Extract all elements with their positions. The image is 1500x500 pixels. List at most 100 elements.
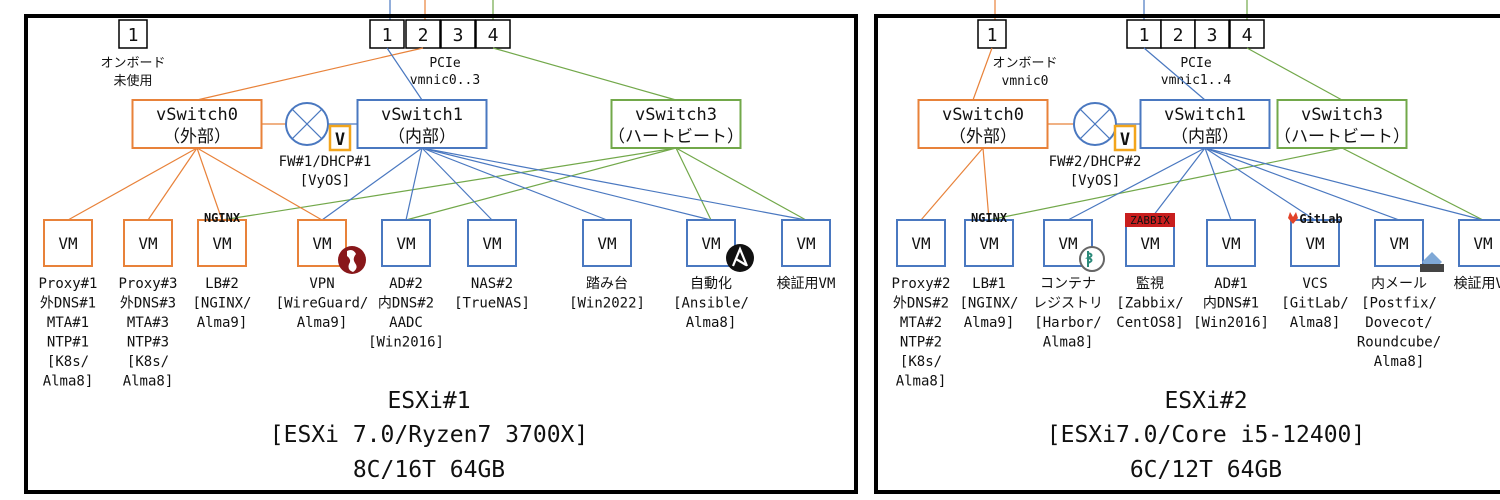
- vm-description: Alma8]: [123, 374, 174, 390]
- vm-description: Alma8]: [43, 374, 94, 390]
- vm-box: [1125, 219, 1175, 267]
- vm-link-line: [1067, 147, 1206, 221]
- vm-description: Proxy#1: [38, 276, 97, 292]
- vswitch-box: [610, 99, 742, 149]
- onboard-label: vmnic0: [1002, 74, 1049, 89]
- vm-description: [K8s/: [127, 354, 169, 370]
- vm-link-line: [1204, 147, 1484, 221]
- host-spec: 6C/12T 64GB: [1130, 457, 1282, 483]
- vm-description: Roundcube/: [1357, 335, 1441, 351]
- vm-label: VM: [396, 234, 415, 253]
- port-box: [977, 19, 1007, 49]
- vm-description: [Zabbix/: [1116, 296, 1183, 312]
- nic-number: 2: [418, 25, 429, 46]
- host-name: ESXi#2: [1164, 388, 1247, 414]
- vm-description: Proxy#3: [118, 276, 177, 292]
- vm-description: Dovecot/: [1365, 315, 1432, 331]
- vm-description: 検証用VM: [1454, 276, 1500, 292]
- vm-label: VM: [597, 234, 616, 253]
- vm-description: Alma8]: [1374, 354, 1425, 370]
- vm-link-line: [221, 147, 677, 221]
- host-frame: [874, 14, 1500, 494]
- vm-link-line: [920, 147, 984, 221]
- vswitch-vswitch0: vSwitch0（外部）: [917, 99, 1049, 149]
- vm-box: [467, 219, 517, 267]
- vswitch-role: （外部）: [163, 127, 231, 147]
- vswitch-box: [1139, 99, 1271, 149]
- vm-description: 踏み台: [586, 276, 628, 292]
- vswitch-name: vSwitch3: [1301, 105, 1383, 125]
- ansible-mark: [731, 246, 749, 267]
- vswitch-name: vSwitch0: [942, 105, 1024, 125]
- vm-description: MTA#1: [47, 315, 89, 331]
- router-cross: [291, 108, 323, 140]
- nic-number: 3: [1207, 25, 1218, 46]
- vyos-icon: V: [328, 124, 352, 152]
- zabbix-logo-text: ZABBIX: [1130, 214, 1170, 227]
- vm-label: VM: [138, 234, 157, 253]
- ansible-icon: [726, 244, 754, 272]
- harbor-mark: [1085, 251, 1093, 267]
- vm-description: 外DNS#1: [40, 296, 96, 312]
- vm-label: VM: [1140, 234, 1159, 253]
- vm-label: VM: [482, 234, 501, 253]
- vswitch-vswitch1: vSwitch1（内部）: [1139, 99, 1271, 149]
- vm-label: VM: [1221, 234, 1240, 253]
- vm-description: レジストリ: [1033, 296, 1103, 312]
- vm-description: NTP#3: [127, 335, 169, 351]
- vm-description: NTP#2: [900, 335, 942, 351]
- nic-number: 4: [1242, 25, 1253, 46]
- vm-description: [K8s/: [900, 354, 942, 370]
- vm-box: [964, 219, 1014, 267]
- vm-link-line: [1341, 147, 1484, 221]
- link-line: [492, 47, 677, 101]
- vm-description: コンテナ: [1040, 276, 1096, 292]
- vm-label: VM: [312, 234, 331, 253]
- vm-description: Alma9]: [197, 315, 248, 331]
- harbor-icon: [1079, 246, 1105, 272]
- nic-port: [1229, 19, 1265, 49]
- onboard-label: 未使用: [113, 73, 152, 89]
- vyos-badge: [1113, 124, 1137, 152]
- vm-description: AD#2: [389, 276, 423, 292]
- vm-link-line: [405, 147, 677, 221]
- vswitch-box: [1276, 99, 1408, 149]
- vm-label: VM: [1058, 234, 1077, 253]
- wireguard-icon: [338, 246, 366, 274]
- vm-link-line: [1204, 147, 1232, 221]
- vm-description: 外DNS#3: [120, 296, 176, 312]
- router-label: FW#2/DHCP#2: [1049, 154, 1142, 170]
- vm-box: [896, 219, 946, 267]
- vm-label: VM: [1473, 234, 1492, 253]
- router-cross: [1079, 108, 1111, 140]
- link-line: [386, 47, 423, 101]
- vswitch-box: [131, 99, 263, 149]
- vm-label: VM: [796, 234, 815, 253]
- vm-description: [Win2016]: [1193, 315, 1269, 331]
- vswitch-vswitch1: vSwitch1（内部）: [356, 99, 488, 149]
- onboard-port: 1: [977, 19, 1007, 49]
- onboard-label: オンボード: [100, 56, 165, 71]
- zabbix-logo: [1125, 213, 1175, 227]
- vm-link-line: [675, 147, 807, 221]
- host-name: ESXi#1: [387, 388, 470, 414]
- vm-description: LB#1: [972, 276, 1006, 292]
- host-frame: [24, 14, 858, 494]
- vswitch-role: （外部）: [949, 127, 1017, 147]
- vm-description: MTA#3: [127, 315, 169, 331]
- nginx-logo: NGINX: [971, 211, 1008, 225]
- vm-link-line: [196, 147, 323, 221]
- vm-box: [297, 219, 347, 267]
- vswitch-role: （ハートビート）: [1274, 127, 1410, 147]
